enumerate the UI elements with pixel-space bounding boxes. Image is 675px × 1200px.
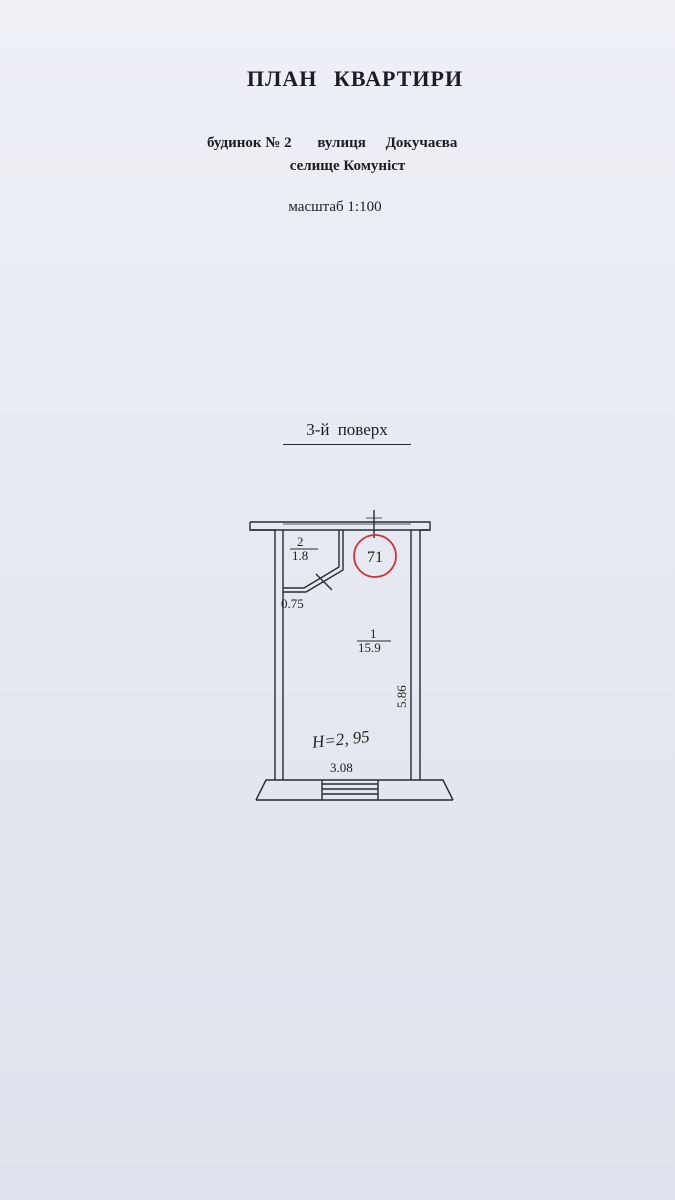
room1-area: 15.9 — [358, 640, 381, 655]
house-number: будинок № 2 — [207, 135, 292, 151]
scale-line: масштаб 1:100 — [288, 199, 382, 215]
apartment-number: 71 — [367, 549, 383, 566]
closet-dimension: 0.75 — [281, 596, 304, 611]
width-dimension: 3.08 — [330, 760, 353, 775]
document-title: ПЛАН КВАРТИРИ — [246, 66, 464, 91]
length-dimension: 5.86 — [394, 685, 409, 708]
floor-label: 3-й поверх — [283, 420, 411, 445]
settlement-line: селище Комуніст — [289, 158, 406, 174]
apartment-number-circle — [353, 534, 397, 578]
street-label: вулиця — [317, 135, 366, 151]
address-line: будинок № 2 вулиця Докучаєва — [207, 135, 457, 152]
room2-area: 1.8 — [292, 548, 308, 563]
plan-walls — [249, 510, 454, 801]
ceiling-height-note: H=2, 95 — [310, 727, 370, 752]
room1-number: 1 — [370, 626, 377, 641]
street-name: Докучаєва — [385, 135, 458, 151]
room2-number: 2 — [297, 534, 304, 549]
